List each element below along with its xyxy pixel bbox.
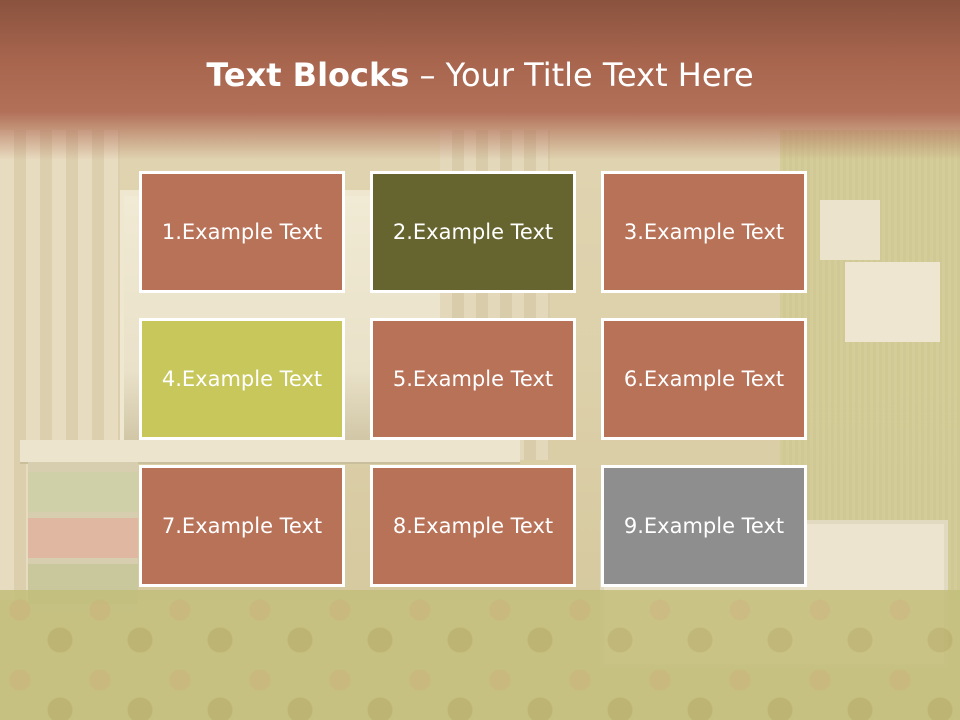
text-block-1[interactable]: 1.Example Text bbox=[139, 171, 345, 293]
wall-shelf bbox=[820, 200, 880, 260]
title-band bbox=[0, 0, 960, 160]
text-block-label: 5.Example Text bbox=[392, 367, 554, 391]
drawer bbox=[28, 472, 138, 512]
title-bold: Text Blocks bbox=[206, 56, 410, 94]
text-block-3[interactable]: 3.Example Text bbox=[601, 171, 807, 293]
text-block-2[interactable]: 2.Example Text bbox=[370, 171, 576, 293]
text-block-9[interactable]: 9.Example Text bbox=[601, 465, 807, 587]
text-block-label: 6.Example Text bbox=[623, 367, 785, 391]
title-rest: Your Title Text Here bbox=[445, 56, 754, 94]
text-block-6[interactable]: 6.Example Text bbox=[601, 318, 807, 440]
drawer bbox=[28, 518, 138, 558]
text-block-label: 7.Example Text bbox=[161, 514, 323, 538]
text-block-5[interactable]: 5.Example Text bbox=[370, 318, 576, 440]
text-block-label: 9.Example Text bbox=[623, 514, 785, 538]
text-block-label: 1.Example Text bbox=[161, 220, 323, 244]
slide-title[interactable]: Text Blocks – Your Title Text Here bbox=[0, 54, 960, 96]
text-block-4[interactable]: 4.Example Text bbox=[139, 318, 345, 440]
desk bbox=[20, 440, 520, 462]
text-block-8[interactable]: 8.Example Text bbox=[370, 465, 576, 587]
text-block-label: 8.Example Text bbox=[392, 514, 554, 538]
carpet bbox=[0, 590, 960, 720]
wall-shelf bbox=[845, 262, 940, 342]
text-block-label: 3.Example Text bbox=[623, 220, 785, 244]
text-block-7[interactable]: 7.Example Text bbox=[139, 465, 345, 587]
title-separator: – bbox=[409, 56, 446, 94]
text-block-label: 2.Example Text bbox=[392, 220, 554, 244]
text-block-label: 4.Example Text bbox=[161, 367, 323, 391]
